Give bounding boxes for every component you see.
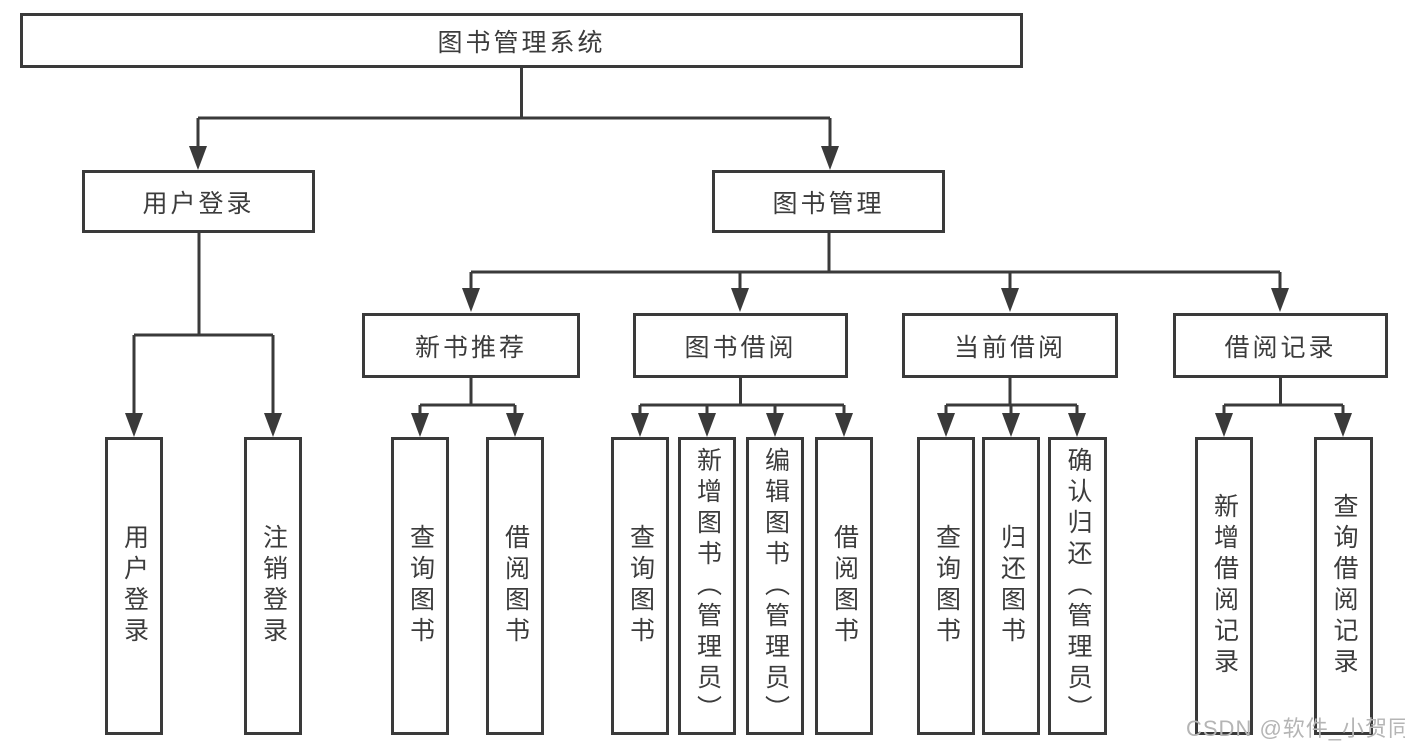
leaf-label: 归还图书 (997, 524, 1026, 648)
leaf-bb-borrow-books: 借阅图书 (815, 437, 873, 735)
node-current-borrowing: 当前借阅 (902, 313, 1118, 378)
leaf-nb-borrow-books: 借阅图书 (486, 437, 544, 735)
leaf-label: 注销登录 (259, 524, 288, 648)
leaf-label: 编辑图书（管理员） (761, 446, 790, 726)
leaf-bb-edit-books-admin: 编辑图书（管理员） (746, 437, 804, 735)
leaf-br-add-borrow-record: 新增借阅记录 (1195, 437, 1253, 735)
node-book-management: 图书管理 (712, 170, 945, 233)
node-label: 用户登录 (142, 189, 255, 218)
leaf-label: 查询图书 (626, 524, 655, 648)
leaf-cb-confirm-return-admin: 确认归还（管理员） (1048, 437, 1107, 735)
leaf-label: 借阅图书 (830, 524, 859, 648)
node-label: 图书借阅 (684, 333, 797, 362)
node-label: 当前借阅 (953, 333, 1066, 362)
node-label: 借阅记录 (1224, 333, 1337, 362)
leaf-label: 查询图书 (932, 524, 961, 648)
leaf-br-query-borrow-record: 查询借阅记录 (1314, 437, 1373, 735)
leaf-label: 借阅图书 (501, 524, 530, 648)
node-label: 新书推荐 (414, 333, 527, 362)
leaf-cb-query-books: 查询图书 (917, 437, 975, 735)
leaf-label: 新增借阅记录 (1210, 493, 1239, 679)
csdn-watermark: CSDN @软件_小贺同学 (1186, 716, 1405, 741)
leaf-label: 查询借阅记录 (1330, 493, 1358, 679)
leaf-label: 新增图书（管理员） (693, 446, 722, 726)
node-new-book-recommendation: 新书推荐 (362, 313, 580, 378)
node-label: 图书管理系统 (437, 28, 606, 57)
leaf-label: 确认归还（管理员） (1064, 446, 1092, 726)
leaf-bb-add-books-admin: 新增图书（管理员） (678, 437, 736, 735)
node-label: 图书管理 (772, 189, 885, 218)
leaf-bb-query-books: 查询图书 (611, 437, 669, 735)
leaf-logout: 注销登录 (244, 437, 302, 735)
leaf-cb-return-books: 归还图书 (982, 437, 1040, 735)
leaf-label: 查询图书 (406, 524, 435, 648)
node-book-borrowing: 图书借阅 (633, 313, 848, 378)
node-borrowing-records: 借阅记录 (1173, 313, 1388, 378)
leaf-label: 用户登录 (120, 524, 149, 648)
leaf-user-login: 用户登录 (105, 437, 163, 735)
node-user-login: 用户登录 (82, 170, 315, 233)
leaf-nb-query-books: 查询图书 (391, 437, 449, 735)
node-library-management-system: 图书管理系统 (20, 13, 1023, 68)
